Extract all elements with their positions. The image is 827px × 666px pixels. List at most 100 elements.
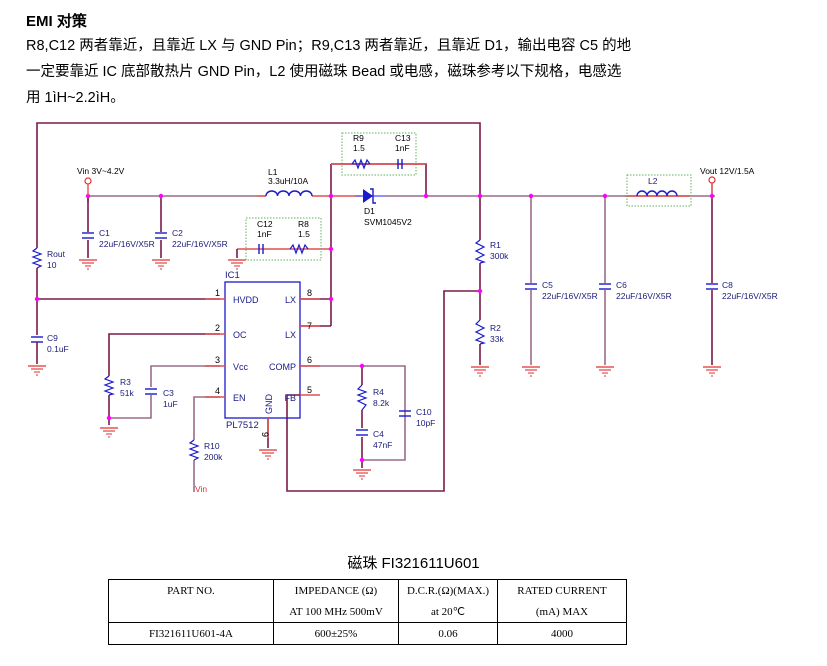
resistor-r4-icon [356,384,368,411]
ground-icon [521,366,541,377]
c10-ref: C10 [416,407,432,417]
inductor-l2-icon [636,190,678,197]
header-cell: IMPEDANCE (Ω) [273,579,399,601]
vout-label: Vout 12V/1.5A [700,166,755,176]
paragraph-line: 一定要靠近 IC 底部散热片 GND Pin，L2 使用磁珠 Bead 或电感，… [26,64,622,80]
ground-icon [258,449,278,460]
c10-value: 10pF [416,418,435,428]
capacitor-c12-icon [258,244,264,254]
c13-value: 1nF [395,143,410,153]
header-cell: at 20℃ [398,601,498,623]
r10-value: 200k [204,452,223,462]
r9-ref: R9 [353,133,364,143]
header-cell: PART NO. [108,579,274,601]
capacitor-c10-icon [399,410,411,417]
header-cell: AT 100 MHz 500mV [273,601,399,623]
c8-value: 22uF/16V/X5R [722,291,778,301]
bead-box-l2 [626,174,692,207]
resistor-r3-icon [103,375,116,396]
r3-ref: R3 [120,377,131,387]
r2-ref: R2 [490,323,501,333]
r2-value: 33k [490,334,504,344]
pin-name-lx: LX [285,330,296,340]
capacitor-c3-icon [145,388,157,395]
d1-ref: D1 [364,206,375,216]
c4-ref: C4 [373,429,384,439]
ground-icon [702,366,722,377]
rout-ref: Rout [47,249,66,259]
r8-value: 1.5 [298,229,310,239]
rout-value: 10 [47,260,57,270]
c5-value: 22uF/16V/X5R [542,291,598,301]
section-heading: EMI 对策 [26,13,87,30]
capacitor-c4-icon [356,429,368,436]
pin-number: 6 [307,355,312,365]
c8-ref: C8 [722,280,733,290]
pin-number: 5 [307,385,312,395]
r9-value: 1.5 [353,143,365,153]
table-header-row: AT 100 MHz 500mV at 20℃ (mA) MAX [108,601,627,623]
pin-name-lx: LX [285,295,296,305]
table-cell: FI321611U601-4A [108,622,274,645]
l1-value: 3.3uH/10A [268,176,308,186]
header-cell [108,601,274,623]
c1-value: 22uF/16V/X5R [99,239,155,249]
en-vin-label: Vin [195,484,207,494]
d1-value: SVM1045V2 [364,217,412,227]
table-header-row: PART NO. IMPEDANCE (Ω) D.C.R.(Ω)(MAX.) R… [108,579,627,601]
ground-icon [352,469,372,480]
pin-number: 7 [307,321,312,331]
capacitor-c8-icon [706,283,718,290]
table-cell: 600±25% [273,622,399,645]
capacitor-c2-icon [155,232,167,239]
c1-ref: C1 [99,228,110,238]
ground-icon [151,259,171,270]
ground-icon [78,259,98,270]
c6-ref: C6 [616,280,627,290]
pin-name-comp: COMP [269,362,296,372]
schottky-diode-d1-icon [355,188,385,204]
r1-ref: R1 [490,240,501,250]
header-cell: RATED CURRENT [497,579,627,601]
c12-ref: C12 [257,219,273,229]
pin-name-fb: FB [284,393,296,403]
c2-ref: C2 [172,228,183,238]
capacitor-c1-icon [82,232,94,239]
resistor-r1-icon [474,239,487,264]
c2-value: 22uF/16V/X5R [172,239,228,249]
header-cell: D.C.R.(Ω)(MAX.) [398,579,498,601]
pin-number: 2 [215,323,220,333]
ground-icon [27,365,47,376]
ic1-part: PL7512 [226,420,259,431]
ic1-body [224,281,301,419]
pin-number: 8 [307,288,312,298]
l1-ref: L1 [268,167,278,177]
c6-value: 22uF/16V/X5R [616,291,672,301]
pin-name-gnd: GND [264,394,274,415]
c3-value: 1uF [163,399,178,409]
paragraph-line: R8,C12 两者靠近，且靠近 LX 与 GND Pin；R9,C13 两者靠近… [26,38,632,54]
vin-label: Vin 3V~4.2V [77,166,125,176]
pin-name-vcc: Vcc [233,362,249,372]
l2-ref: L2 [648,176,658,186]
capacitor-c13-icon [397,159,403,169]
inductor-l1-icon [265,190,313,197]
c13-ref: C13 [395,133,411,143]
c5-ref: C5 [542,280,553,290]
pin-number: 3 [215,355,220,365]
r3-value: 51k [120,388,134,398]
r8-ref: R8 [298,219,309,229]
r10-ref: R10 [204,441,220,451]
snubber-box-r9-c13 [341,132,417,176]
resistor-r9-icon [351,158,371,170]
snubber-box-c12-r8 [245,217,322,261]
header-cell: (mA) MAX [497,601,627,623]
table-cell: 0.06 [398,622,498,645]
c9-value: 0.1uF [47,344,69,354]
c9-ref: C9 [47,333,58,343]
ground-icon [99,427,119,438]
pin-name-hvdd: HVDD [233,295,259,305]
pin-number: 4 [215,386,220,396]
junction-dots [34,193,715,463]
schematic-diagram: Vin 3V~4.2V Vout 12V/1.5A L1 3.3uH/10A L… [27,122,778,494]
